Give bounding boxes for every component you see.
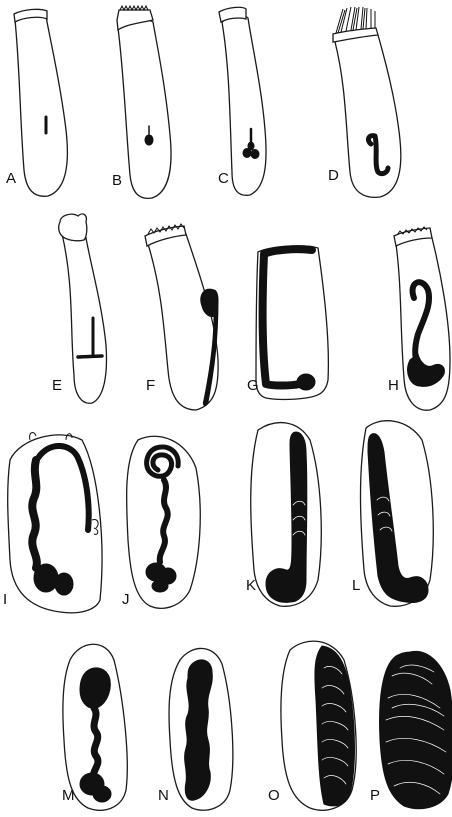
panel-i-mark-base-2: [55, 573, 73, 595]
panel-e-mark-bar: [78, 356, 102, 357]
panel-o-label: O: [268, 787, 280, 804]
panel-i-mark: [32, 460, 37, 568]
panel-j-label: J: [122, 591, 130, 608]
panel-d-label: D: [328, 167, 339, 184]
panel-i-label: I: [3, 591, 7, 608]
panel-g-mark-end: [297, 374, 315, 390]
panel-l: L: [352, 421, 433, 607]
panel-b-label: B: [112, 172, 122, 189]
panel-i: I: [3, 433, 102, 613]
panel-c: C: [218, 7, 266, 195]
panel-j: J: [122, 436, 200, 608]
panel-b: B: [112, 6, 171, 198]
panel-j-mark-base-3: [152, 580, 168, 592]
panel-b-body: [118, 20, 171, 198]
panel-c-mark-3: [248, 142, 254, 150]
panel-g-label: G: [247, 377, 259, 394]
panel-o: O: [268, 641, 356, 810]
panel-f-label: F: [146, 377, 155, 394]
panel-e-body: [62, 234, 106, 403]
panel-c-body: [222, 16, 266, 195]
panel-k: K: [246, 423, 321, 607]
panel-c-label: C: [218, 170, 229, 187]
panel-a: A: [6, 9, 67, 196]
panel-e-collar: [59, 214, 87, 241]
panel-n: N: [158, 648, 233, 810]
panel-p-label: P: [370, 787, 380, 804]
panel-c-mark-2: [251, 150, 259, 159]
panel-m-mark-base-2: [93, 786, 111, 802]
panel-m-mark: [94, 708, 98, 776]
panel-o-mark: [315, 646, 355, 806]
panel-l-label: L: [352, 577, 360, 594]
panel-a-label: A: [6, 170, 16, 187]
panel-d: D: [328, 7, 401, 197]
panel-h-label: H: [388, 377, 399, 394]
panel-f: F: [145, 224, 218, 410]
panel-e: E: [52, 214, 106, 403]
panel-h: H: [388, 227, 450, 410]
panel-n-label: N: [158, 787, 169, 804]
panel-g: G: [247, 246, 328, 400]
panel-d-body: [335, 35, 401, 198]
panel-p: P: [370, 651, 452, 808]
panel-k-label: K: [246, 577, 256, 594]
panel-m-label: M: [62, 787, 75, 804]
panel-e-label: E: [52, 377, 62, 394]
panel-a-body: [15, 14, 67, 196]
panel-i-mark-base: [34, 564, 58, 592]
panel-b-mark: [145, 135, 153, 145]
panel-m: M: [62, 644, 127, 810]
